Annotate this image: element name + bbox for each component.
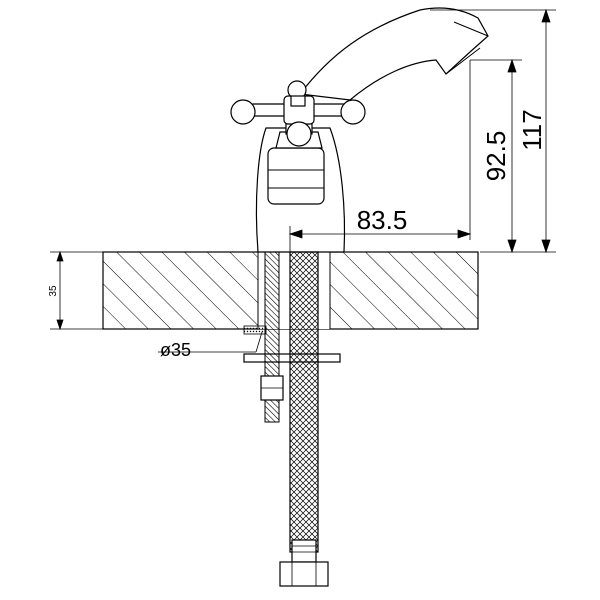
dim-label-92-5: 92.5 [481,131,511,182]
dimension-hole-diameter: ø35 [158,331,263,360]
handle-knob-front [286,121,312,147]
cross-handle [230,80,366,147]
dimension-spout-reach: 83.5 [288,60,472,252]
spout [298,7,489,101]
handle-knob-right [340,99,366,125]
dim-label-83-5: 83.5 [357,205,408,235]
hose-nut [279,561,329,587]
flexible-hose [279,251,329,587]
dimension-counter-thickness: 35 [48,250,103,331]
hose-braid [289,251,319,553]
handle-knob-left [230,99,256,125]
dimension-spout-height: 92.5 [470,58,522,254]
dim-label-117: 117 [517,109,547,150]
dim-label-dia-35: ø35 [160,340,191,360]
dimension-total-height: 117 [430,8,556,254]
dim-label-35: 35 [48,285,59,297]
base-collar [267,147,325,205]
rubber-washer [243,325,267,335]
faucet-body [255,7,489,253]
hose-ferrule [291,539,317,563]
